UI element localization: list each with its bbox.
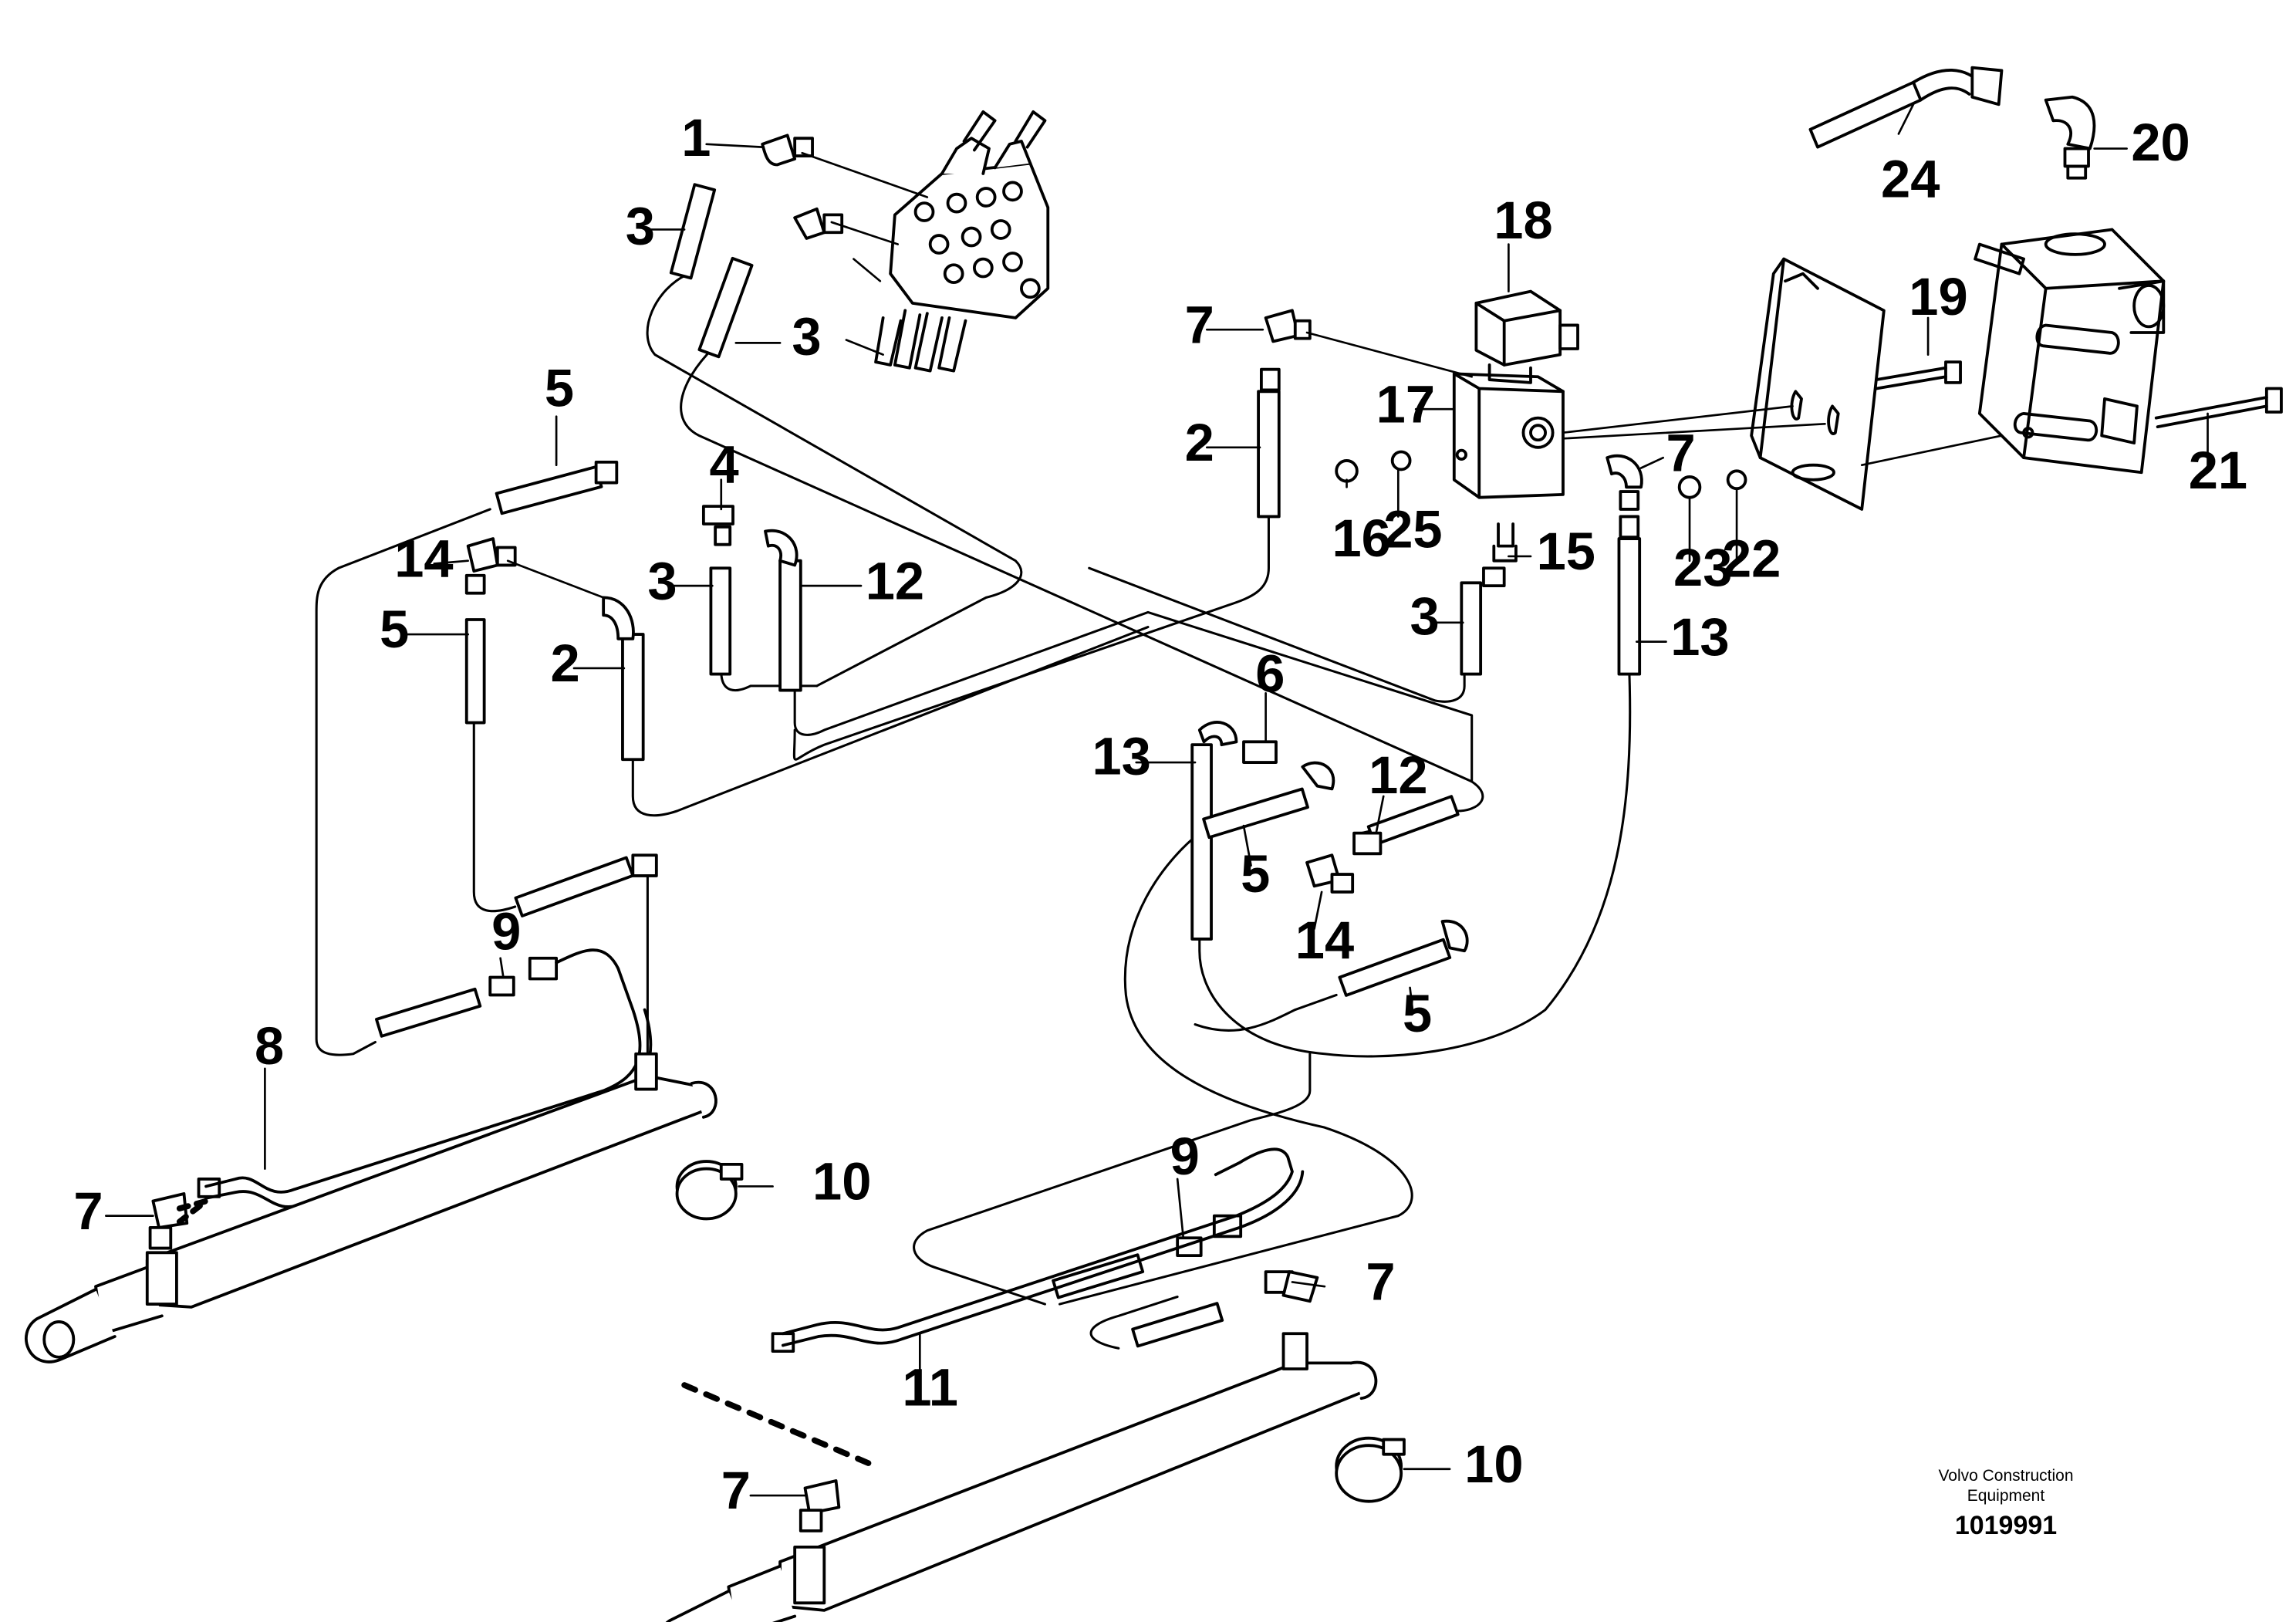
fittings <box>148 133 1747 1532</box>
bolt-19 <box>1875 360 1962 390</box>
callout-labels: 1 3 3 5 4 14 3 12 5 2 7 2 18 17 16 25 15… <box>73 108 2247 1520</box>
callout-9b: 9 <box>1170 1127 1200 1186</box>
control-valve <box>874 110 1050 373</box>
hose-24 <box>1808 66 2004 149</box>
callout-5c: 5 <box>1241 844 1270 904</box>
callout-5d: 5 <box>1403 984 1432 1043</box>
callout-18: 18 <box>1494 191 1552 250</box>
callout-10a: 10 <box>812 1152 871 1211</box>
callout-13a: 13 <box>1670 607 1729 667</box>
callout-21: 21 <box>2189 441 2247 500</box>
callout-20: 20 <box>2131 113 2190 172</box>
dashed-connectors <box>176 1198 872 1466</box>
callout-19: 19 <box>1909 267 1967 326</box>
callout-1: 1 <box>681 108 711 167</box>
callout-5b: 5 <box>380 600 409 659</box>
callout-3c: 3 <box>647 551 677 610</box>
hose-clamp-upper <box>675 1160 744 1221</box>
callout-2b: 2 <box>1185 413 1214 472</box>
callout-5a: 5 <box>545 358 574 417</box>
callout-6: 6 <box>1255 644 1285 703</box>
callout-9a: 9 <box>491 901 521 961</box>
callout-22: 22 <box>1722 529 1781 589</box>
cylinder-right <box>666 1332 1378 1622</box>
callout-17: 17 <box>1376 374 1435 434</box>
rigid-tube-11 <box>781 1147 1305 1347</box>
leader-lines <box>105 103 2209 1497</box>
callout-7d: 7 <box>1366 1252 1395 1311</box>
callout-14a: 14 <box>394 529 453 589</box>
callout-2a: 2 <box>550 634 579 693</box>
bolt-21 <box>2154 387 2283 428</box>
callout-3b: 3 <box>792 307 821 367</box>
callout-24: 24 <box>1881 149 1940 208</box>
callout-11: 11 <box>902 1358 958 1418</box>
callout-16: 16 <box>1332 509 1390 568</box>
callout-25: 25 <box>1383 500 1442 559</box>
callout-7c: 7 <box>73 1181 103 1241</box>
solenoid-valve-block <box>1452 289 1579 563</box>
mounting-bracket <box>1750 257 1886 511</box>
caption-drawing-number: 1019991 <box>1954 1511 2058 1540</box>
callout-3d: 3 <box>1410 586 1440 646</box>
callout-7b: 7 <box>1666 423 1696 482</box>
callout-8: 8 <box>255 1016 284 1076</box>
callout-14b: 14 <box>1295 911 1354 970</box>
callout-15: 15 <box>1537 522 1595 581</box>
hose-clamp-lower <box>1335 1436 1406 1503</box>
callout-7e: 7 <box>721 1461 751 1520</box>
caption-brand: Volvo Construction Equipment <box>1938 1467 2074 1505</box>
callout-12b: 12 <box>1369 745 1427 805</box>
cylinder-left <box>25 1052 718 1363</box>
callout-10b: 10 <box>1464 1434 1523 1494</box>
elbow-20 <box>2044 95 2096 180</box>
callout-7a: 7 <box>1185 295 1214 354</box>
callout-4: 4 <box>710 435 739 495</box>
callout-12a: 12 <box>866 551 924 610</box>
callout-13b: 13 <box>1092 726 1151 786</box>
hose-routes <box>315 272 1632 1350</box>
load-holding-valve <box>1974 228 2166 475</box>
callout-23: 23 <box>1673 538 1732 597</box>
callout-3a: 3 <box>626 197 655 256</box>
